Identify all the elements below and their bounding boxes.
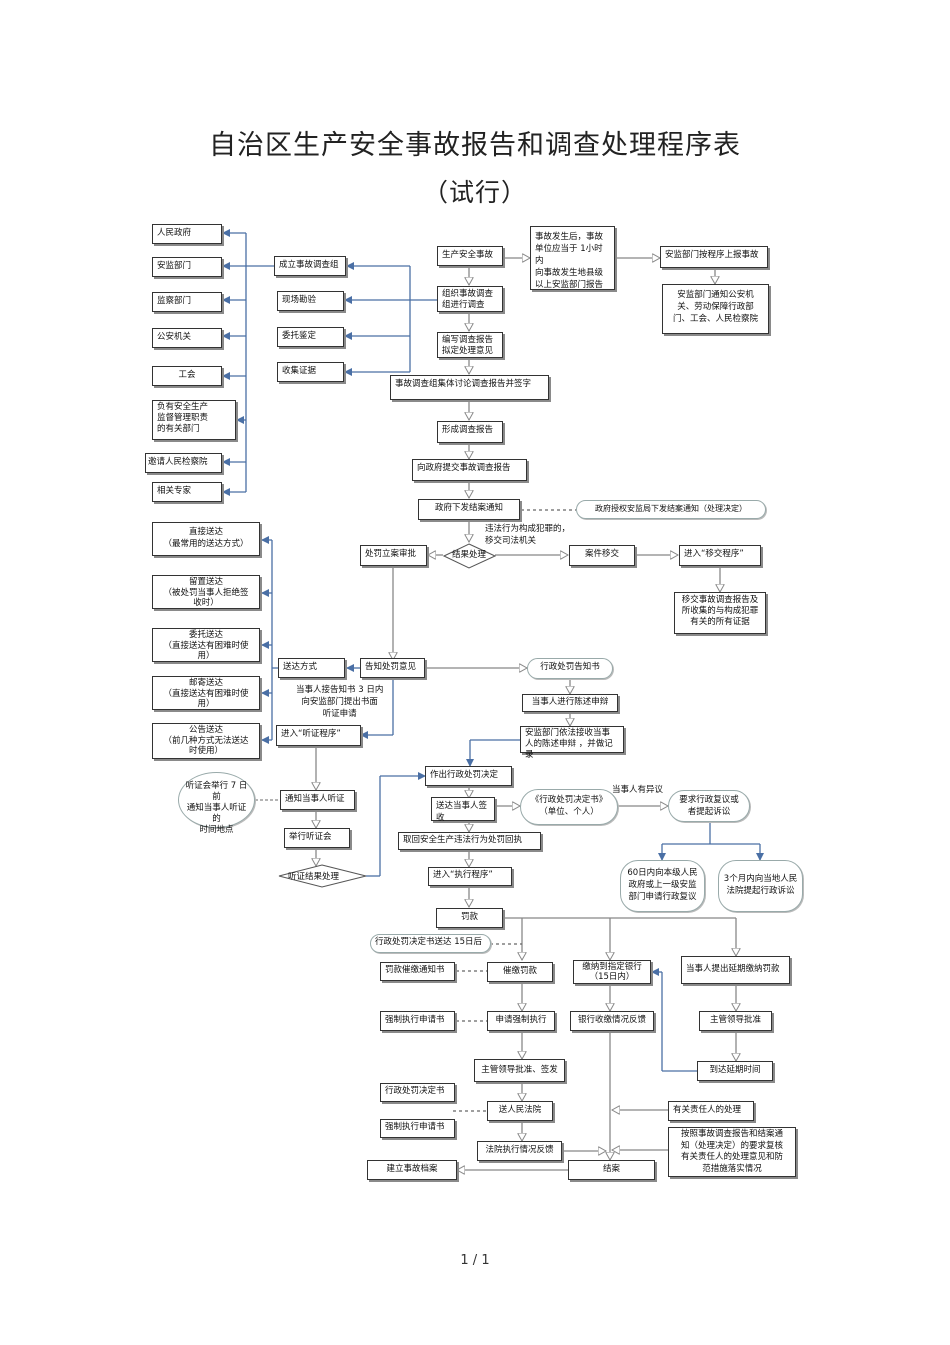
box-gongan-jiguan: 公安机关: [152, 328, 222, 348]
box-yaoqing-jianchayuan: 邀请人民检察院: [145, 453, 222, 473]
note-tingzheng: 当事人接告知书 3 日内 向安监部门提出书面 听证申请: [296, 685, 384, 719]
box-jiancha-bumen: 监察部门: [152, 292, 222, 312]
box-youji-songda: 邮寄送达 （直接送达有困难时使 用）: [152, 676, 260, 710]
box-shenqing-qiangzhi: 申请强制执行: [487, 1011, 555, 1031]
box-zhengfu-xiada: 政府下发结案通知: [418, 499, 520, 520]
label-jieguo-chuli: 结果处理: [452, 550, 487, 560]
box-shigu-fasheng-hou: 事故发生后，事故 单位应当于 1小时内 向事故发生地县级 以上安监部门报告: [530, 226, 615, 290]
box-fakuan: 罚款: [436, 908, 503, 928]
box-jinru-zhixing: 进入“执行程序”: [428, 867, 512, 886]
box-yaoqiu-fuyi: 要求行政复议或 者提起诉讼: [668, 790, 750, 822]
box-xianchang-kancha: 现场勘验: [277, 291, 344, 311]
box-xingcheng-baogao: 形成调查报告: [437, 421, 503, 443]
box-chufa-lian: 处罚立案审批: [360, 545, 427, 566]
box-zhuguan-qianfa: 主管领导批准、签发: [474, 1059, 565, 1082]
box-fakuan-cuijiao: 罚款催缴通知书: [380, 962, 455, 981]
box-anjian-shangbao: 安监部门按程序上报事故: [660, 246, 768, 268]
box-yijiao-cailiao: 移交事故调查报告及 所收集的与构成犯罪 有关的所有证据: [674, 592, 766, 634]
box-jiaona-yinhang: 缴纳到指定银行 （15日内）: [573, 960, 651, 984]
box-bianxie-baogao: 编写调查报告 拟定处理意见: [437, 332, 503, 358]
box-shouji-zhengju: 收集证据: [277, 362, 344, 382]
note-weifa: 违法行为构成犯罪的， 移交司法机关: [485, 524, 571, 546]
label-tingzheng-jieguo: 听证结果处理: [288, 872, 340, 882]
box-jianli-dangan: 建立事故档案: [367, 1160, 457, 1180]
box-juedingshu-songda: 行政处罚决定书送达 15日后: [370, 934, 491, 953]
box-anjian-tongzhi: 安监部门通知公安机 关、劳动保障行政部 门、工会、人民检察院: [662, 284, 769, 334]
box-songda-fangshi: 送达方式: [278, 658, 345, 678]
box-anzhao-note: 按照事故调查报告和结案通 知（处理决定）的要求复核 有关责任人的处理意见和防 范…: [668, 1127, 796, 1177]
box-jiean: 结案: [568, 1160, 655, 1180]
box-jueding-shu: 《行政处罚决定书》 （单位、个人）: [520, 789, 618, 825]
box-songda-qianshou: 送达当事人签收: [431, 797, 495, 823]
box-zhengfu-shouquan: 政府授权安监局下发结案通知（处理决定）: [576, 500, 766, 519]
box-tongzhi-tingzheng: 通知当事人听证: [280, 790, 355, 810]
box-jiti-taolun: 事故调查组集体讨论调查报告并签字: [390, 375, 549, 400]
box-cuijiao-fakuan: 催缴罚款: [487, 962, 553, 982]
box-zhuguan-pizhun: 主管领导批准: [699, 1011, 772, 1031]
box-songru-fayuan: 送人民法院: [487, 1101, 553, 1121]
diamond-jieguo-chuli: [443, 543, 496, 569]
box-youguan-zeren: 有关责任人的处理: [668, 1101, 754, 1121]
box-anjian-bumen: 安监部门: [152, 257, 222, 277]
note-dangshiren-yiyi: 当事人有异议: [612, 785, 664, 795]
box-xingzheng-juedingshu: 行政处罚决定书: [380, 1083, 455, 1102]
box-xiangguan-zhuanjia: 相关专家: [152, 482, 222, 502]
box-tijiao-baogao: 向政府提交事故调查报告: [412, 459, 527, 481]
box-jinru-yijiao: 进入“移交程序”: [679, 545, 761, 566]
box-yinhang-fankui: 银行收缴情况反馈: [570, 1011, 654, 1031]
box-fuyou-anquan: 负有安全生产 监督管理职责 的有关部门: [152, 400, 236, 440]
box-gonggao-songda: 公告送达 （前几种方式无法送达 时使用）: [152, 723, 260, 759]
box-gaozhi-chufa: 告知处罚意见: [360, 658, 425, 678]
box-qiangzhi-shenqing: 强制执行申请书: [380, 1011, 455, 1031]
page-subtitle: （试行）: [422, 178, 527, 207]
page-title: 自治区生产安全事故报告和调查处理程序表: [209, 130, 741, 161]
diamond-tingzheng-jieguo: [278, 864, 367, 888]
box-quhui-zhixing: 取回安全生产违法行为处罚回执: [398, 832, 541, 850]
box-fayuan-fankui: 法院执行情况反馈: [477, 1141, 562, 1161]
box-zuzhi-diaocha: 组织事故调查 组进行调查: [437, 286, 503, 312]
box-shengchan-anquan-shigu: 生产安全事故: [437, 246, 503, 266]
box-liushi-ri: 60日内向本级人民 政府或上一级安监 部门申请行政复议: [620, 860, 705, 912]
box-zhijie-songda: 直接送达 （最常用的送达方式）: [152, 522, 260, 556]
box-renmin-zhengfu: 人民政府: [152, 224, 222, 244]
box-weituo-songda: 委托送达 （直接送达有困难时使 用）: [152, 628, 260, 662]
box-juxing-tingzheng: 举行听证会: [284, 828, 350, 848]
box-san-ge-yue: 3个月内向当地人民 法院提起行政诉讼: [718, 860, 803, 912]
box-weituo-jianding: 委托鉴定: [277, 327, 344, 347]
box-anjian-yijiao: 案件移交: [569, 545, 635, 566]
box-xingzheng-gaozhishu: 行政处罚告知书: [527, 658, 613, 679]
box-chengli-diaochazu: 成立事故调查组: [274, 256, 346, 276]
box-liuzhi-songda: 留置送达 （被处罚当事人拒绝签 收时）: [152, 575, 260, 609]
box-dangshiren-chenshu: 当事人进行陈述申辩: [522, 694, 618, 712]
ellipse-tingzhenghui: 听证会举行 7 日前 通知当事人听证的 时间地点: [178, 772, 255, 835]
box-qiangzhi-shenqing2: 强制执行申请书: [380, 1119, 455, 1138]
box-daoda-yanqi: 到达延期时间: [697, 1061, 773, 1081]
box-gonghui: 工会: [152, 366, 222, 386]
box-anjian-jieshou: 安监部门依法接收当事 人的陈述申辩 ，并做记录: [520, 726, 624, 760]
page-number: 1 / 1: [460, 1253, 490, 1268]
box-zuochu-jueding: 作出行政处罚决定: [425, 766, 512, 786]
box-jinru-tingzheng: 进入“听证程序”: [276, 725, 361, 746]
box-yanqi-jiaona: 当事人提出延期缴纳罚款: [681, 956, 790, 984]
